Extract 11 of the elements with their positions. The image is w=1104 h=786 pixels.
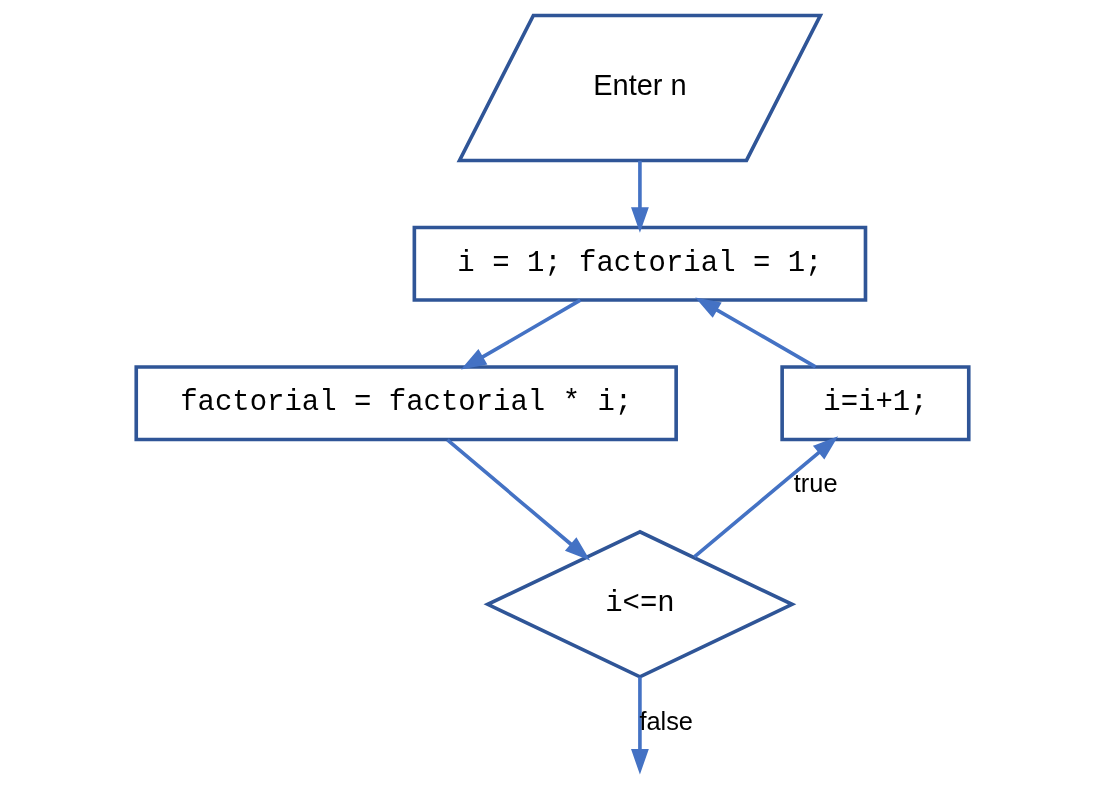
arrow <box>630 677 649 775</box>
arrow <box>445 438 590 561</box>
node-diamond: i<=n <box>483 529 796 679</box>
arrow <box>694 297 816 369</box>
arrow <box>630 160 649 233</box>
node-box: i = 1; factorial = 1; <box>412 225 867 302</box>
arrow <box>692 436 838 559</box>
arrow <box>460 298 581 370</box>
edge-label: true <box>793 469 838 498</box>
node-box: factorial = factorial * i; <box>133 365 678 442</box>
node-box: i=i+1; <box>779 365 971 442</box>
